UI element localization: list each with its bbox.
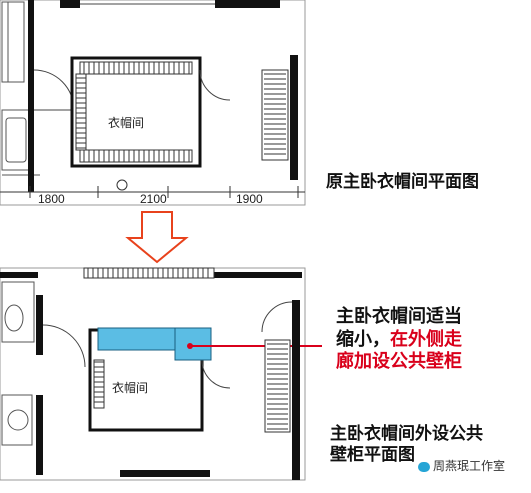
top-closet-rail-bottom [79, 149, 193, 163]
top-dimension-2: 2100 [140, 192, 167, 206]
top-dimension-line [0, 186, 305, 198]
bottom-floor-plan: 衣帽间 [0, 267, 322, 481]
top-closet-rail-top [79, 61, 193, 75]
note-line-3: 廊加设公共壁柜 [336, 351, 462, 372]
red-pointer-dot [187, 343, 193, 349]
bottom-door-swing-left [42, 324, 86, 368]
top-wall-left-column [28, 0, 34, 192]
new-public-cabinet-b [174, 327, 212, 361]
bottom-caption-line-2: 壁柜平面图 [330, 445, 415, 466]
bottom-top-cabinet [83, 267, 215, 279]
bottom-door-swing-right [261, 301, 293, 333]
top-closet-door-swing [199, 69, 231, 101]
bottom-room-label: 衣帽间 [112, 380, 148, 395]
bottom-closet-rail-left [93, 359, 105, 409]
top-dimension-1: 1800 [38, 192, 65, 206]
bottom-closet-door-swing [201, 359, 231, 389]
bottom-wall-right [292, 300, 300, 480]
note-line-2-red: 在外侧走 [390, 328, 462, 350]
top-wall-right [290, 55, 298, 180]
note-line-2-black: 缩小， [336, 328, 390, 350]
bottom-right-cabinet [264, 339, 291, 433]
down-arrow-icon [125, 211, 189, 264]
new-public-cabinet-a [97, 327, 179, 351]
top-right-cabinet [261, 69, 289, 161]
note-line-2: 缩小，在外侧走 [336, 329, 462, 352]
top-plan-caption: 原主卧衣帽间平面图 [326, 172, 479, 192]
top-dimension-3: 1900 [236, 192, 263, 206]
bottom-left-bathroom [1, 281, 35, 446]
top-room-label: 衣帽间 [108, 115, 144, 130]
top-wall-top-right [215, 0, 280, 8]
top-floor-plan: 衣帽间 1800 2100 1900 [0, 0, 306, 206]
top-closet-rail-left [75, 73, 87, 151]
bottom-caption-line-1: 主卧衣帽间外设公共 [330, 424, 483, 444]
bottom-wall-bottom [120, 470, 210, 477]
bottom-wall-left-column [36, 295, 43, 355]
note-line-1: 主卧衣帽间适当 [336, 306, 462, 327]
bottom-wall-top-right [212, 272, 302, 278]
bottom-wall-top-left [0, 272, 38, 278]
bottom-plan-caption: 主卧衣帽间外设公共 壁柜平面图 [330, 424, 483, 467]
top-closet-room: 衣帽间 [70, 56, 231, 168]
watermark: 周燕珉工作室 [414, 455, 510, 476]
watermark-text: 周燕珉工作室 [433, 459, 506, 473]
top-floor-drain [116, 179, 128, 191]
annotation-note: 主卧衣帽间适当 缩小，在外侧走 廊加设公共壁柜 [336, 306, 462, 374]
top-wall-top-mid [60, 0, 80, 8]
bottom-wall-left-lower [36, 395, 43, 475]
wechat-icon [418, 461, 430, 472]
